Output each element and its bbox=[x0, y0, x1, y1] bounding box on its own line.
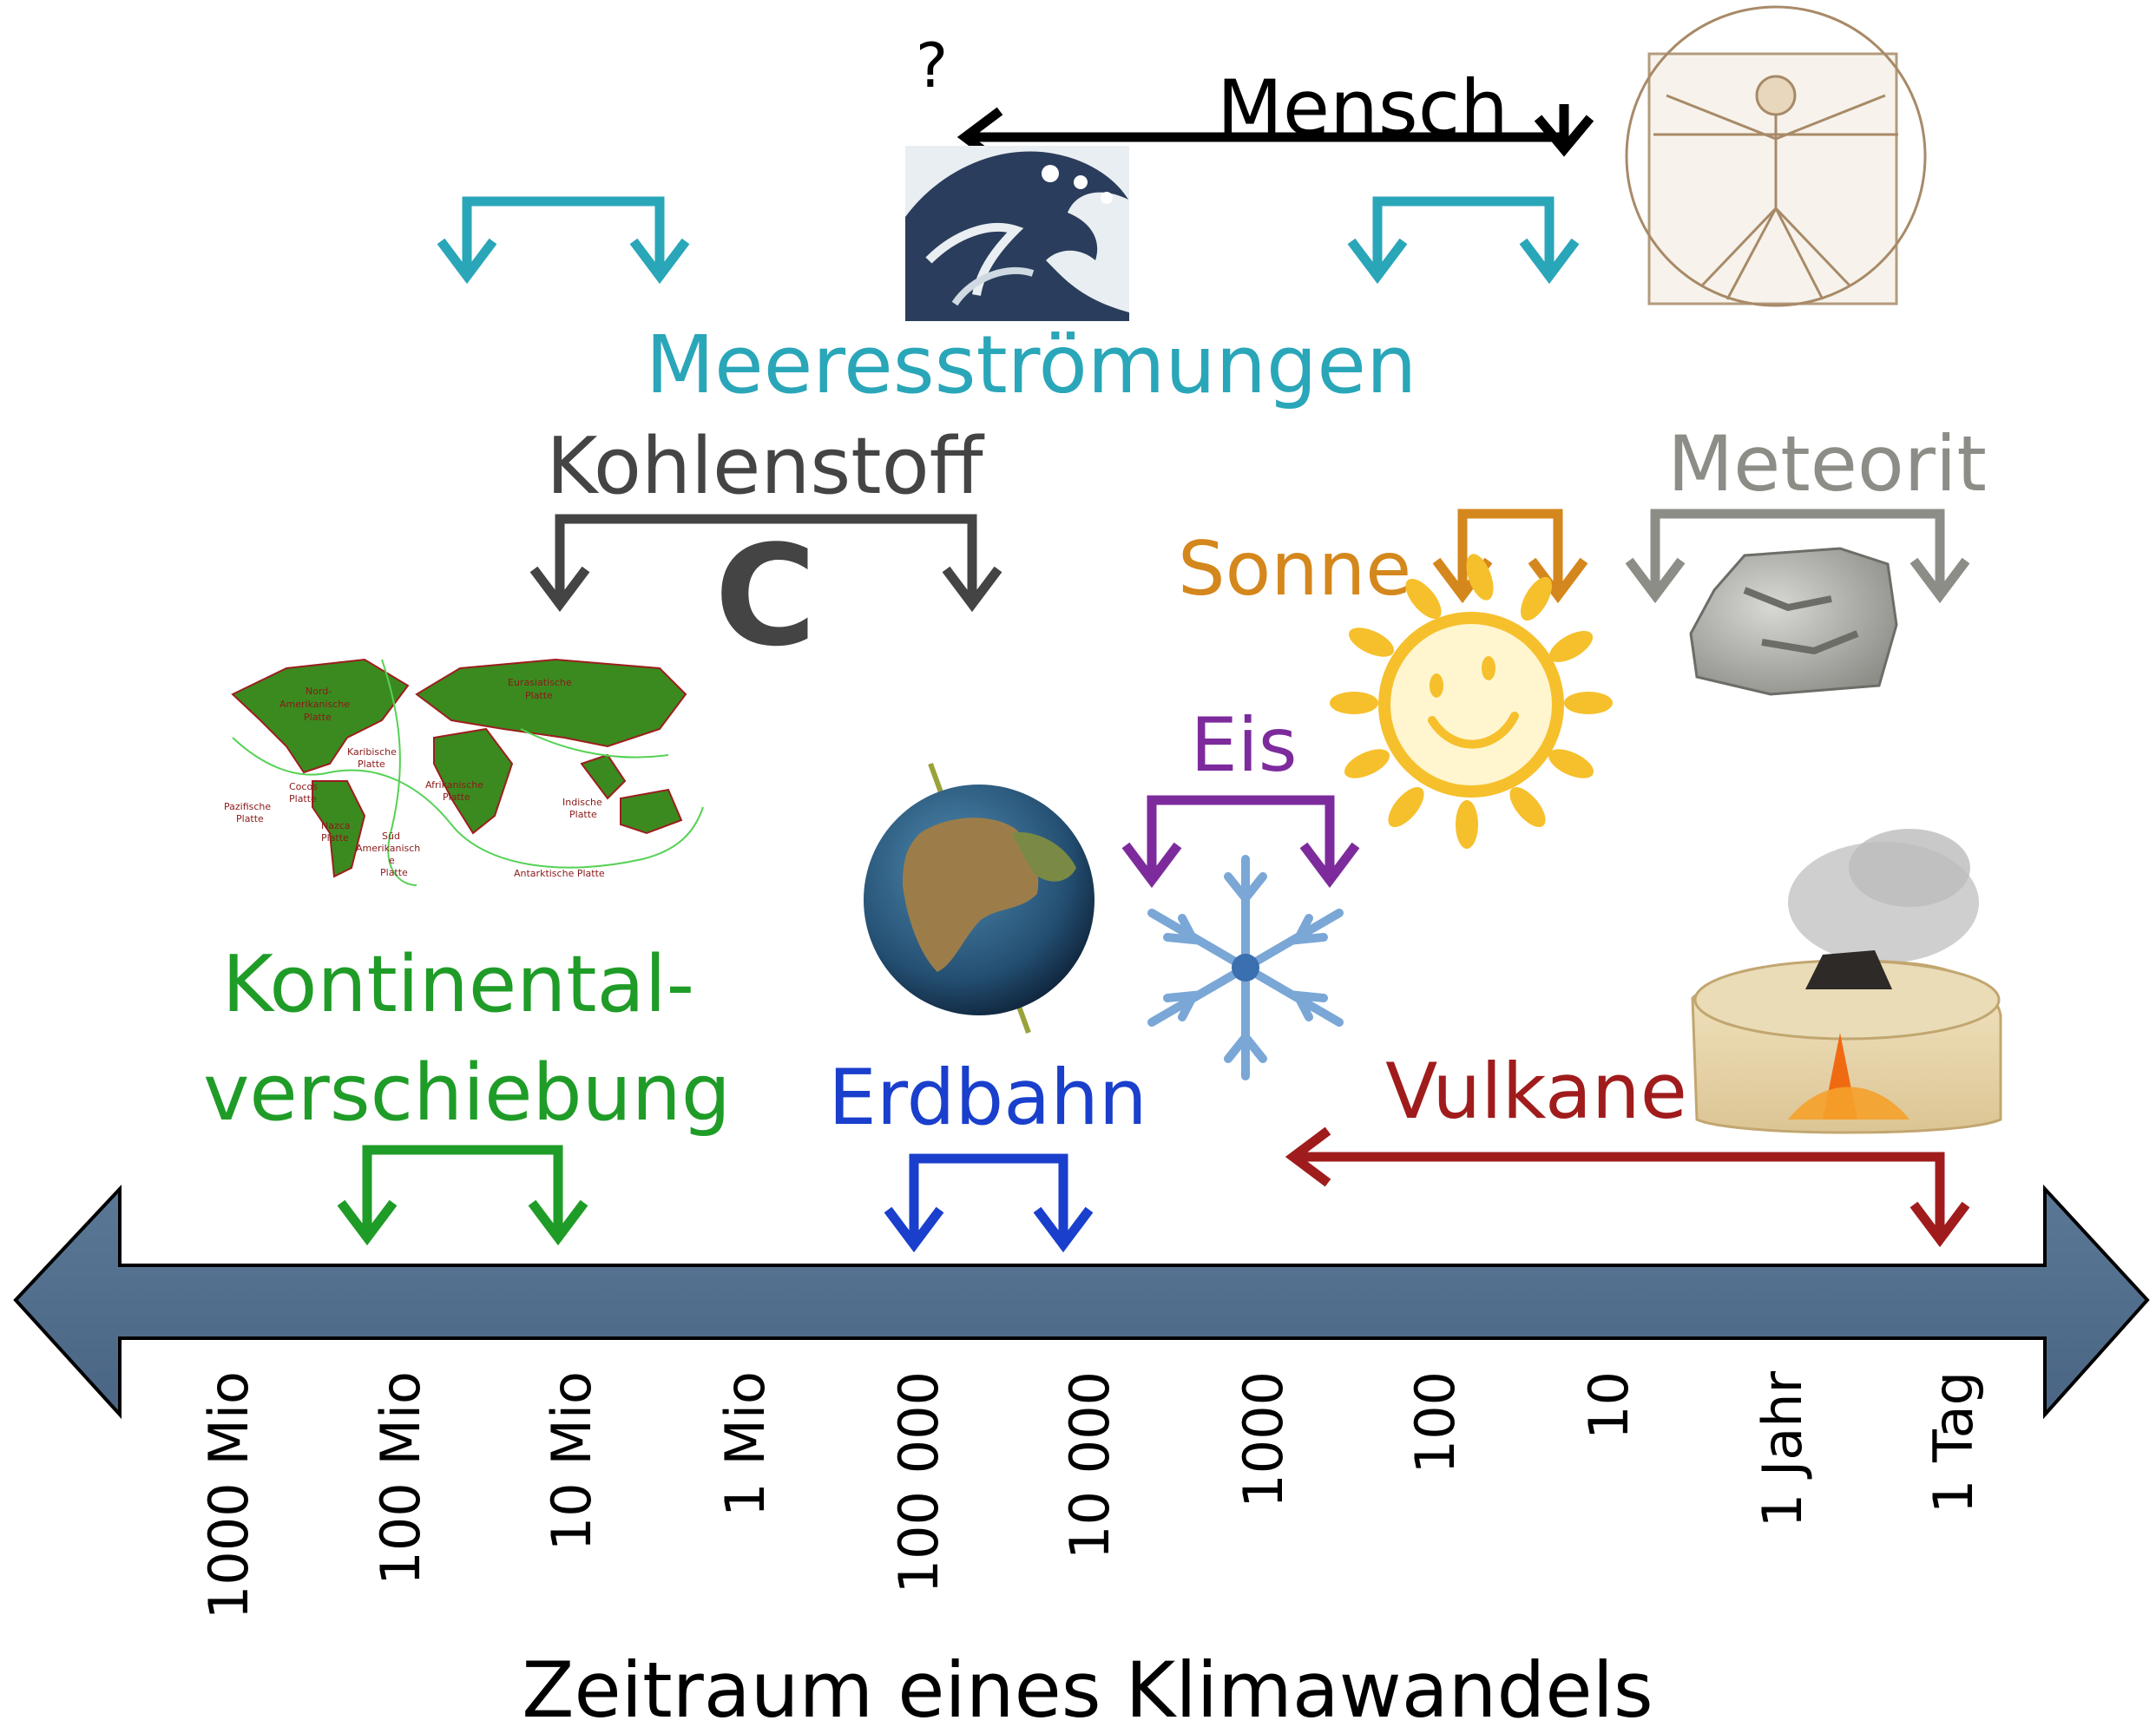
plate-label: Antarktische Platte bbox=[514, 868, 605, 879]
plate-label: Eurasiatische bbox=[508, 677, 572, 688]
kohlenstoff-label: Kohlenstoff bbox=[546, 421, 984, 512]
plate-label: Platte bbox=[358, 758, 385, 770]
sonne-label: Sonne bbox=[1178, 526, 1411, 613]
plate-label: Nord- bbox=[306, 686, 332, 697]
volcano-icon bbox=[1691, 829, 2002, 1134]
time-axis bbox=[13, 1184, 2150, 1420]
kontinent-bracket bbox=[337, 1145, 588, 1246]
eis-bracket bbox=[1121, 795, 1360, 889]
vitruvian-man-icon bbox=[1625, 5, 1927, 307]
meteorite-icon bbox=[1689, 547, 1898, 696]
plate-label: Platte bbox=[289, 793, 317, 804]
vulkane-bracket bbox=[1285, 1126, 1970, 1248]
plate-label: Amerikanisch bbox=[356, 843, 420, 854]
plate-label: Platte bbox=[525, 690, 553, 701]
plate-label: Platte bbox=[443, 791, 470, 803]
meer-bracket-left bbox=[437, 196, 690, 285]
tick-10-mio: 10 Mio bbox=[540, 1371, 603, 1551]
tick-10: 10 bbox=[1577, 1371, 1640, 1440]
plate-label: Pazifische bbox=[224, 801, 271, 812]
tick-1-mio: 1 Mio bbox=[713, 1371, 777, 1517]
plate-label: Platte bbox=[321, 832, 349, 844]
plate-label: Afrikanische bbox=[425, 779, 483, 791]
sonne-bracket bbox=[1432, 509, 1588, 604]
meteorit-bracket bbox=[1625, 509, 1970, 604]
plate-label: Platte bbox=[569, 809, 597, 820]
plate-label: e bbox=[389, 855, 395, 866]
time-axis-ticks: 1000 Mio 100 Mio 10 Mio 1 Mio 100 000 10… bbox=[197, 1370, 1985, 1619]
meteorit-label: Meteorit bbox=[1667, 419, 1987, 509]
vulkane-label: Vulkane bbox=[1385, 1047, 1687, 1136]
tick-100000: 100 000 bbox=[887, 1371, 950, 1593]
mensch-label: Mensch bbox=[1217, 63, 1509, 153]
carbon-symbol: C bbox=[714, 515, 816, 677]
plate-label: Amerikanische bbox=[279, 699, 350, 710]
plate-label: Platte bbox=[236, 813, 264, 824]
tick-1000: 1000 bbox=[1232, 1371, 1295, 1508]
plate-label: Süd bbox=[382, 831, 400, 842]
plate-label: Indische bbox=[562, 797, 602, 808]
world-plates-map-icon: Nord- Amerikanische Platte Eurasiatische… bbox=[221, 638, 704, 890]
erdbahn-bracket bbox=[884, 1153, 1094, 1253]
wave-icon bbox=[905, 146, 1129, 321]
tick-100: 100 bbox=[1403, 1371, 1467, 1474]
tick-1-jahr: 1 Jahr bbox=[1751, 1370, 1814, 1527]
earth-globe-icon bbox=[864, 762, 1094, 1034]
plate-label: Cocos bbox=[289, 781, 318, 792]
time-axis-arrow bbox=[13, 1184, 2150, 1420]
kontinent-label-line1: Kontinental- bbox=[222, 939, 694, 1030]
eis-label: Eis bbox=[1190, 702, 1297, 789]
plate-label: Karibische bbox=[347, 746, 397, 758]
erdbahn-label: Erdbahn bbox=[828, 1053, 1147, 1142]
tick-1000-mio: 1000 Mio bbox=[197, 1371, 260, 1619]
tick-100-mio: 100 Mio bbox=[369, 1371, 432, 1586]
snowflake-icon bbox=[1147, 855, 1344, 1080]
meer-bracket-right bbox=[1347, 196, 1580, 285]
question-mark: ? bbox=[916, 30, 948, 102]
tick-10000: 10 000 bbox=[1058, 1371, 1121, 1560]
plate-label: Nazca bbox=[321, 820, 351, 831]
kohlenstoff-bracket bbox=[529, 514, 1002, 613]
tick-1-tag: 1 Tag bbox=[1922, 1371, 1985, 1514]
kontinent-label-line2: verschiebung bbox=[203, 1047, 731, 1139]
sun-icon bbox=[1330, 554, 1613, 849]
meer-label: Meeresströmungen bbox=[646, 318, 1417, 411]
plate-label: Platte bbox=[380, 867, 408, 878]
plate-label: Platte bbox=[304, 712, 332, 723]
axis-title: Zeitraum eines Klimawandels bbox=[522, 1645, 1653, 1727]
